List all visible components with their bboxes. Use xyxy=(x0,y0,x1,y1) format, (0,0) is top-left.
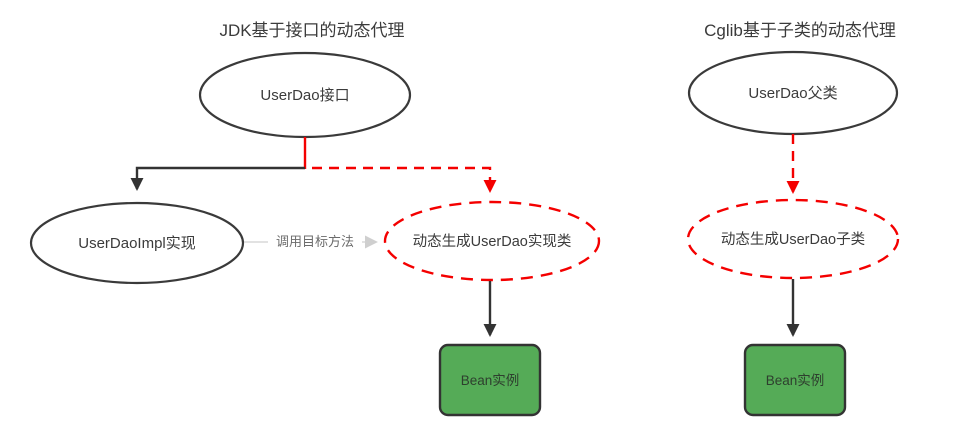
userdaoimpl-label: UserDaoImpl实现 xyxy=(78,235,196,252)
bean-instance-label-right: Bean实例 xyxy=(766,373,825,388)
jdk-proxy-title: JDK基于接口的动态代理 xyxy=(219,21,404,40)
call-target-method-label: 调用目标方法 xyxy=(276,234,354,249)
userdaoimpl-ellipse xyxy=(29,201,245,285)
userdao-interface-label: UserDao接口 xyxy=(260,87,349,104)
userdao-parent-label: UserDao父类 xyxy=(748,85,837,102)
bean-instance-box-left xyxy=(438,343,542,417)
interface-to-impl-arrow xyxy=(130,166,305,191)
bean-instance-box-right xyxy=(743,343,847,417)
generated-impl-proxy-ellipse xyxy=(383,200,601,282)
interface-to-proxy-arrow xyxy=(312,166,497,193)
generated-impl-proxy-label: 动态生成UserDao实现类 xyxy=(413,233,572,250)
generated-subclass-proxy-ellipse xyxy=(686,198,900,280)
generated-subclass-proxy-label: 动态生成UserDao子类 xyxy=(721,231,865,248)
bean-instance-label-left: Bean实例 xyxy=(461,373,520,388)
cglib-proxy-title: Cglib基于子类的动态代理 xyxy=(704,21,896,40)
